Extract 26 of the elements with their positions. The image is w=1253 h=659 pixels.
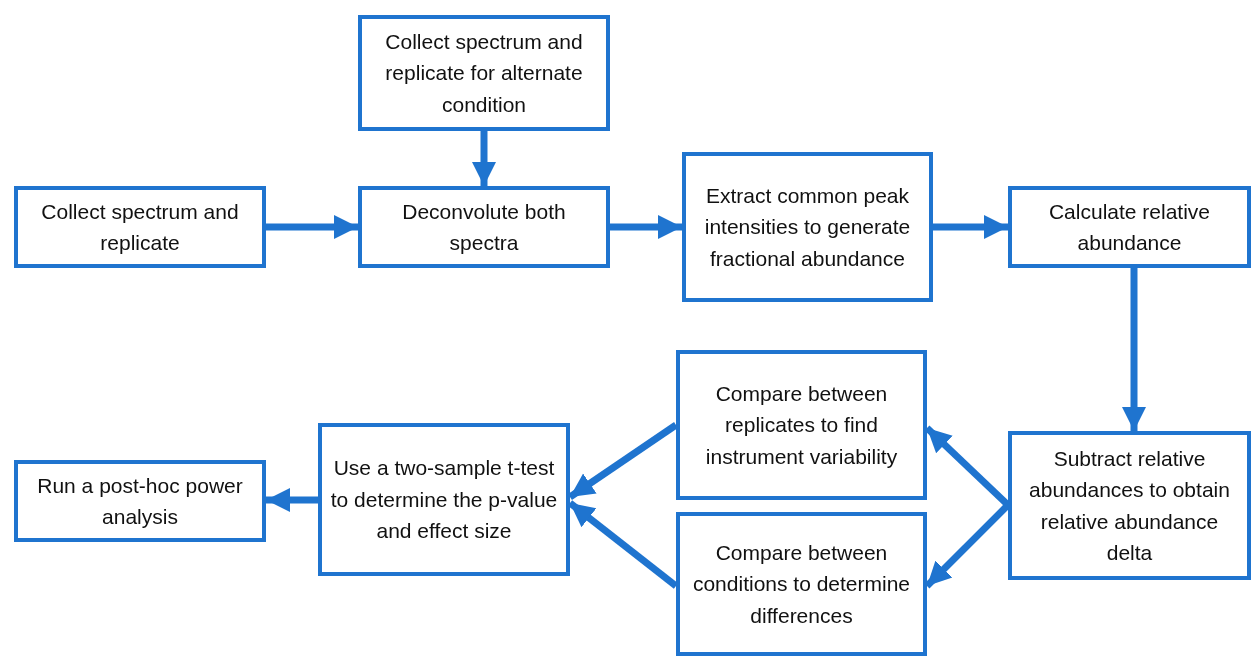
step-text: Use a two-sample t-test to determine the p-value and effect size — [329, 455, 559, 545]
step-text: Run a post-hoc power analysis — [36, 472, 244, 530]
process-box — [358, 15, 610, 131]
process-box — [14, 186, 266, 268]
arrow — [1122, 268, 1146, 431]
arrow — [933, 215, 1008, 239]
process-box — [14, 460, 266, 542]
step-text: Extract common peak intensities to generate fractional abundance — [703, 182, 912, 272]
step-text: Compare between replicates to find instrument variability — [704, 380, 899, 470]
step-text: Collect spectrum and replicate for alternate condition — [384, 28, 584, 118]
process-box — [318, 423, 570, 576]
arrow — [472, 131, 496, 186]
process-box — [676, 512, 927, 656]
step-text: Subtract relative abundances to obtain relative abundance delta — [1028, 445, 1231, 566]
process-box — [1008, 186, 1251, 268]
step-text: Compare between conditions to determine differences — [691, 539, 912, 629]
process-box — [358, 186, 610, 268]
step-text: Collect spectrum and replicate — [40, 198, 240, 256]
step-text: Deconvolute both spectra — [401, 198, 567, 256]
arrow — [266, 488, 318, 512]
process-box — [682, 152, 933, 302]
step-text: Calculate relative abundance — [1047, 198, 1212, 256]
arrow — [266, 215, 358, 239]
process-box — [1008, 431, 1251, 580]
arrow — [610, 215, 682, 239]
process-box — [676, 350, 927, 500]
